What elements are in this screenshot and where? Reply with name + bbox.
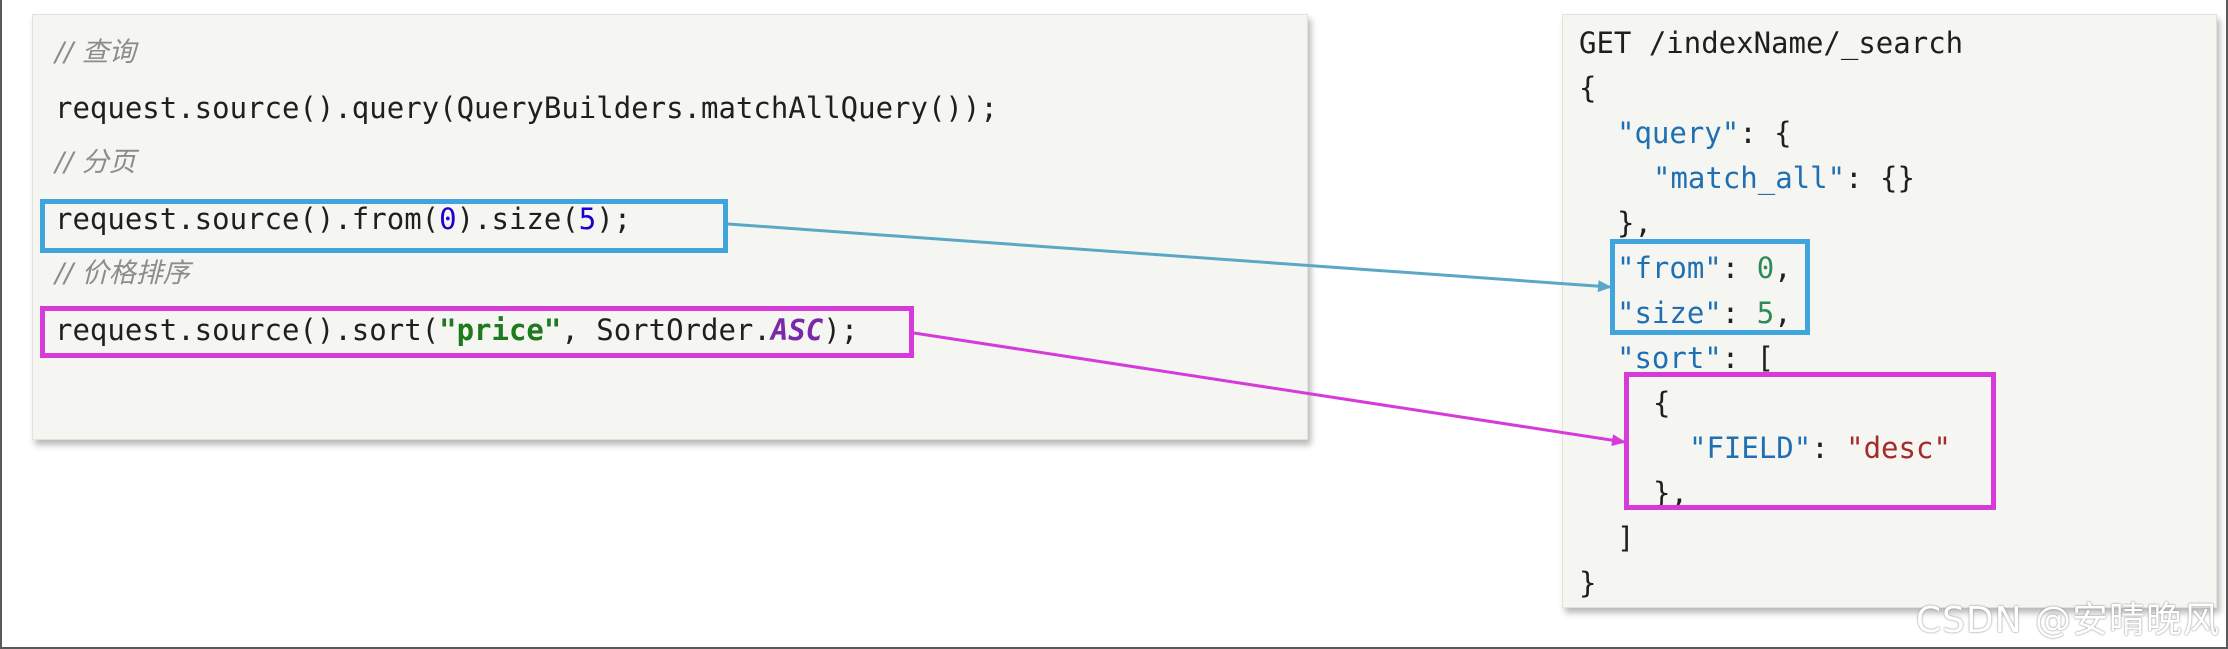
dsl-match-all-line: "match_all": {} bbox=[1653, 160, 1915, 196]
code-page-mid: ).size( bbox=[456, 202, 579, 236]
code-page-prefix: request.source().from( bbox=[55, 202, 440, 236]
csdn-watermark: CSDN @安晴晚风 bbox=[1915, 600, 2220, 641]
dsl-sort-sep: : [ bbox=[1721, 341, 1775, 375]
code-sort-mid: , SortOrder. bbox=[561, 313, 771, 347]
dsl-field-sep: : bbox=[1811, 431, 1847, 465]
dsl-match-all-val: : {} bbox=[1845, 161, 1915, 195]
dsl-open-brace: { bbox=[1579, 71, 1597, 105]
code-page-suffix: ); bbox=[596, 202, 632, 236]
left-pagination-highlight bbox=[40, 199, 728, 253]
code-line-query: request.source().query(QueryBuilders.mat… bbox=[55, 91, 998, 125]
dsl-sort-key: "sort" bbox=[1617, 341, 1722, 375]
code-sort-order: ASC bbox=[770, 313, 824, 347]
code-sort-suffix: ); bbox=[823, 313, 859, 347]
comment-page: // 分页 bbox=[55, 147, 136, 178]
dsl-size-line: "size": 5, bbox=[1617, 295, 1792, 331]
frame-edge-right bbox=[2226, 0, 2228, 649]
dsl-from-line: "from": 0, bbox=[1617, 250, 1792, 286]
dsl-sort-line: "sort": [ bbox=[1617, 340, 1774, 376]
code-page-from: 0 bbox=[439, 202, 457, 236]
frame-edge-bottom bbox=[0, 647, 2228, 649]
dsl-close-brace: } bbox=[1579, 566, 1597, 600]
dsl-request-line: GET /indexName/_search bbox=[1579, 26, 1964, 60]
comment-query: // 查询 bbox=[55, 37, 136, 68]
dsl-size-key: "size" bbox=[1617, 296, 1722, 330]
dsl-size-sep: : bbox=[1721, 296, 1757, 330]
dsl-field-val: "desc" bbox=[1846, 431, 1951, 465]
dsl-query-line: "query": { bbox=[1617, 115, 1792, 151]
dsl-field-line: "FIELD": "desc" bbox=[1689, 430, 1951, 466]
code-sort-prefix: request.source().sort( bbox=[55, 313, 440, 347]
code-page-size: 5 bbox=[578, 202, 597, 236]
dsl-size-comma: , bbox=[1774, 296, 1792, 330]
dsl-from-sep: : bbox=[1721, 251, 1757, 285]
dsl-query-close: }, bbox=[1617, 206, 1652, 240]
dsl-match-all-key: "match_all" bbox=[1653, 161, 1846, 195]
frame-edge-left bbox=[0, 0, 2, 649]
dsl-query-sep: : { bbox=[1739, 116, 1792, 150]
dsl-from-key: "from" bbox=[1617, 251, 1722, 285]
dsl-from-val: 0 bbox=[1756, 251, 1775, 285]
right-sort-highlight bbox=[1624, 372, 1996, 510]
left-sort-highlight bbox=[40, 306, 914, 358]
code-sort-field: "price" bbox=[439, 313, 562, 347]
code-line-sort: request.source().sort("price", SortOrder… bbox=[55, 312, 858, 348]
comment-sort: // 价格排序 bbox=[55, 258, 190, 289]
right-pagination-highlight bbox=[1610, 239, 1810, 335]
dsl-sort-obj-close: }, bbox=[1653, 476, 1688, 510]
dsl-from-comma: , bbox=[1774, 251, 1792, 285]
dsl-sort-obj-open: { bbox=[1653, 386, 1671, 420]
dsl-sort-close: ] bbox=[1617, 521, 1635, 555]
code-line-page: request.source().from(0).size(5); bbox=[55, 201, 631, 237]
dsl-field-key: "FIELD" bbox=[1689, 431, 1812, 465]
dsl-query-key: "query" bbox=[1617, 116, 1740, 150]
dsl-size-val: 5 bbox=[1756, 296, 1775, 330]
